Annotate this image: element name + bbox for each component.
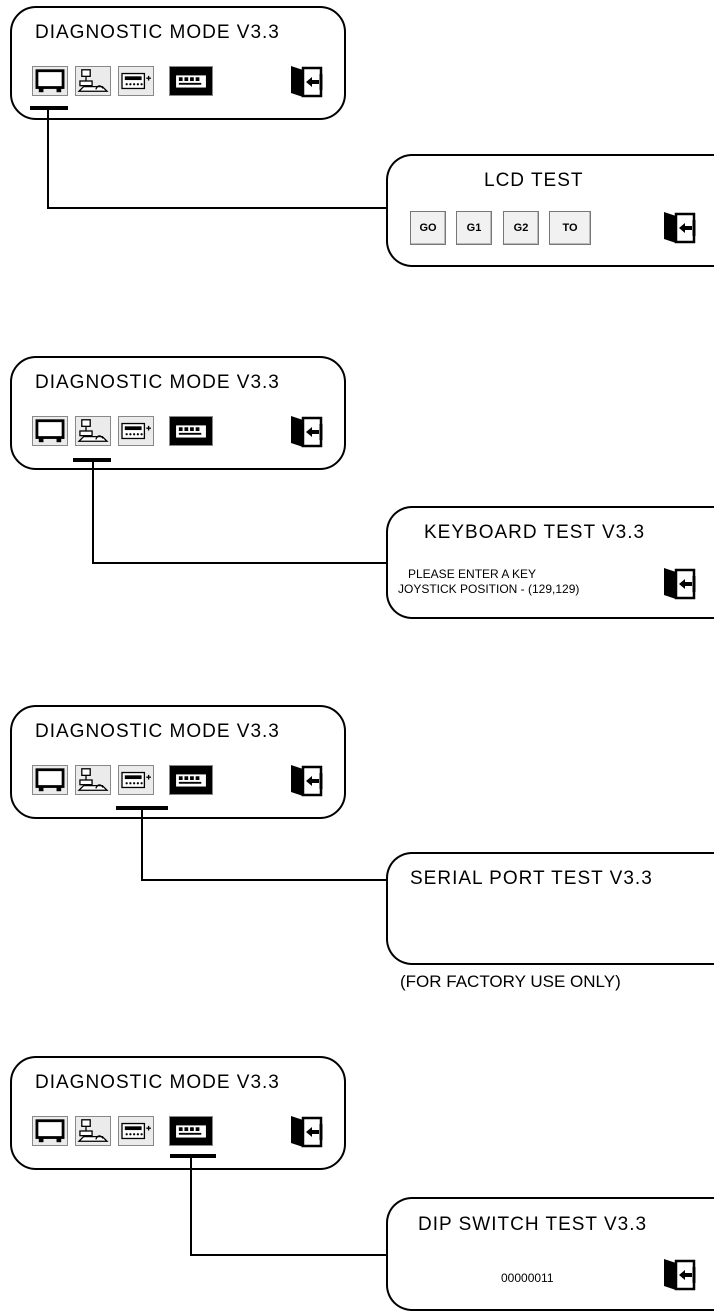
exit-door-icon[interactable] xyxy=(288,763,326,797)
dip-switch-test-panel: DIP SWITCH TEST V3.3 00000011 xyxy=(386,1197,714,1311)
keyboard-test-icon[interactable] xyxy=(75,66,111,96)
factory-use-note: (FOR FACTORY USE ONLY) xyxy=(400,972,621,991)
diagnostic-mode-title: DIAGNOSTIC MODE V3.3 xyxy=(35,372,280,393)
selected-underline xyxy=(116,806,168,810)
exit-door-icon[interactable] xyxy=(288,414,326,448)
keyboard-test-panel: KEYBOARD TEST V3.3 PLEASE ENTER A KEY JO… xyxy=(386,506,714,619)
dip-switch-value: 00000011 xyxy=(501,1271,554,1285)
exit-door-icon[interactable] xyxy=(661,1257,699,1291)
serial-port-icon[interactable] xyxy=(118,416,154,446)
dip-switch-icon[interactable] xyxy=(169,765,213,795)
diagnostic-mode-title: DIAGNOSTIC MODE V3.3 xyxy=(35,22,280,43)
connector-horizontal xyxy=(47,207,387,209)
joystick-position-text: JOYSTICK POSITION - (129,129) xyxy=(398,582,580,596)
keyboard-test-icon[interactable] xyxy=(75,765,111,795)
lcd-test-title: LCD TEST xyxy=(484,170,584,191)
monitor-icon[interactable] xyxy=(32,1116,68,1146)
connector-vertical xyxy=(141,810,143,880)
selected-underline xyxy=(170,1154,216,1158)
connector-horizontal xyxy=(141,879,387,881)
connector-vertical xyxy=(47,110,49,208)
dip-switch-test-title: DIP SWITCH TEST V3.3 xyxy=(418,1214,648,1235)
serial-port-icon[interactable] xyxy=(118,1116,154,1146)
dip-switch-icon[interactable] xyxy=(169,416,213,446)
serial-port-icon[interactable] xyxy=(118,66,154,96)
diagnostic-mode-panel: DIAGNOSTIC MODE V3.3 xyxy=(10,1056,346,1170)
connector-vertical xyxy=(190,1158,192,1255)
diagnostic-mode-title: DIAGNOSTIC MODE V3.3 xyxy=(35,1072,280,1093)
connector-horizontal xyxy=(190,1254,387,1256)
connector-vertical xyxy=(92,462,94,563)
monitor-icon[interactable] xyxy=(32,765,68,795)
diagnostic-mode-panel: DIAGNOSTIC MODE V3.3 xyxy=(10,705,346,819)
lcd-to-button[interactable]: TO xyxy=(549,211,591,245)
selected-underline xyxy=(30,106,68,110)
selected-underline xyxy=(73,458,111,462)
monitor-icon[interactable] xyxy=(32,416,68,446)
keyboard-test-title: KEYBOARD TEST V3.3 xyxy=(424,522,646,543)
diagnostic-mode-title: DIAGNOSTIC MODE V3.3 xyxy=(35,721,280,742)
exit-door-icon[interactable] xyxy=(288,1114,326,1148)
monitor-icon[interactable] xyxy=(32,66,68,96)
dip-switch-icon[interactable] xyxy=(169,1116,213,1146)
lcd-go-button[interactable]: GO xyxy=(410,211,446,245)
lcd-g2-button[interactable]: G2 xyxy=(503,211,539,245)
serial-port-test-panel: SERIAL PORT TEST V3.3 xyxy=(386,852,714,965)
diagnostic-mode-panel: DIAGNOSTIC MODE V3.3 xyxy=(10,356,346,470)
keyboard-test-icon[interactable] xyxy=(75,416,111,446)
exit-door-icon[interactable] xyxy=(288,64,326,98)
serial-port-test-title: SERIAL PORT TEST V3.3 xyxy=(410,868,653,889)
keyboard-prompt-text: PLEASE ENTER A KEY xyxy=(408,567,537,581)
lcd-test-panel: LCD TEST GO G1 G2 TO xyxy=(386,154,714,267)
exit-door-icon[interactable] xyxy=(661,210,699,244)
serial-port-icon[interactable] xyxy=(118,765,154,795)
dip-switch-icon[interactable] xyxy=(169,66,213,96)
keyboard-test-icon[interactable] xyxy=(75,1116,111,1146)
lcd-g1-button[interactable]: G1 xyxy=(456,211,492,245)
diagnostic-mode-panel: DIAGNOSTIC MODE V3.3 xyxy=(10,6,346,120)
exit-door-icon[interactable] xyxy=(661,566,699,600)
connector-horizontal xyxy=(92,562,387,564)
